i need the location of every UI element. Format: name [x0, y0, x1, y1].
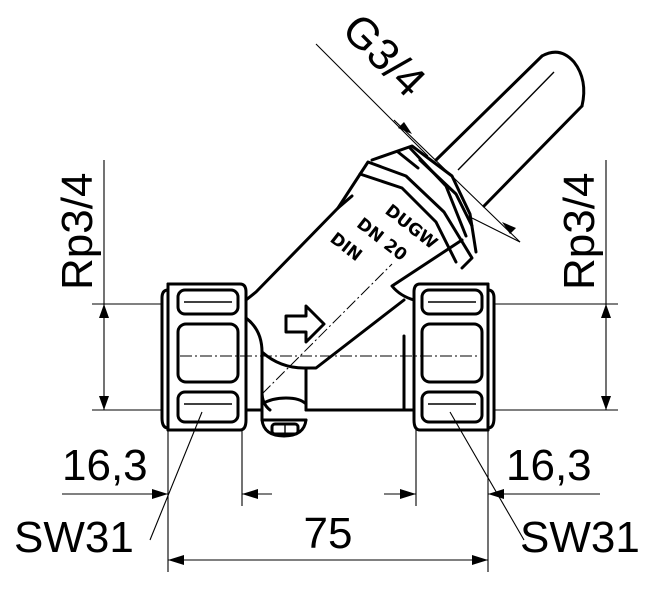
flow-direction-arrow-icon: [284, 304, 326, 344]
overall-length-label: 75: [304, 509, 353, 558]
left-wrench-leader: [149, 411, 203, 541]
valve-body: DUGW DN 20 DIN: [160, 50, 586, 438]
right-coupling: [412, 282, 496, 432]
stem: [434, 50, 586, 208]
left-port-thread-label: Rp3/4: [53, 173, 102, 290]
inclined-centerline: [261, 263, 393, 395]
left-depth-dimension: [62, 430, 272, 506]
right-port-dimension: [494, 160, 618, 411]
right-depth-label: 16,3: [506, 441, 592, 490]
stem-thread-label: G3/4: [333, 4, 435, 106]
right-wrench-size-label: SW31: [520, 513, 640, 562]
bonnet: [336, 144, 478, 270]
left-depth-label: 16,3: [62, 441, 148, 490]
right-depth-dimension: [384, 430, 600, 506]
left-coupling: [160, 282, 248, 432]
left-wrench-size-label: SW31: [14, 513, 134, 562]
stem-thread-dimension: [315, 43, 521, 243]
right-wrench-leader: [449, 411, 525, 541]
right-port-thread-label: Rp3/4: [555, 173, 604, 290]
strainer-bowl: [244, 194, 464, 438]
left-port-dimension: [92, 160, 162, 411]
overall-length-dimension: [167, 430, 489, 572]
